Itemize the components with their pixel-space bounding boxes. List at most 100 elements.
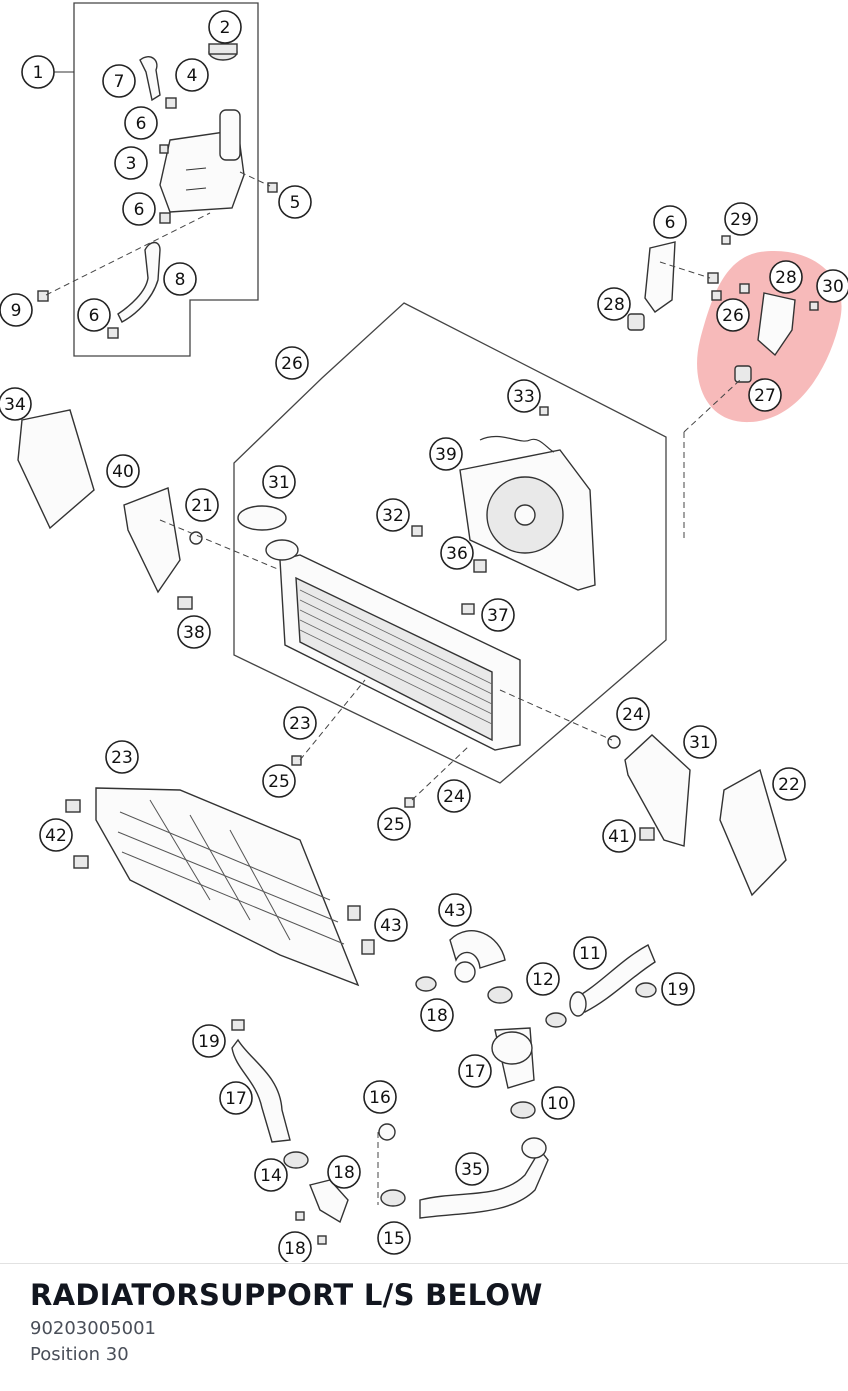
callout-text: 11 bbox=[579, 944, 601, 964]
cooling-hoses bbox=[231, 930, 657, 1245]
callout-text: 43 bbox=[444, 901, 466, 921]
callout-39: 39 bbox=[429, 437, 463, 471]
part-position: Position 30 bbox=[30, 1344, 129, 1365]
callout-text: 43 bbox=[380, 916, 402, 936]
callout-text: 26 bbox=[281, 354, 303, 374]
callout-43: 43 bbox=[438, 893, 472, 927]
callout-22: 22 bbox=[772, 767, 806, 801]
callout-10: 10 bbox=[541, 1086, 575, 1120]
callout-40: 40 bbox=[106, 454, 140, 488]
callout-text: 6 bbox=[89, 306, 100, 326]
callout-2: 2 bbox=[208, 10, 242, 44]
callout-text: 41 bbox=[608, 827, 630, 847]
callout-26: 26 bbox=[716, 298, 750, 332]
radiator-group-frame bbox=[233, 302, 667, 784]
part-info-footer bbox=[0, 1263, 848, 1391]
callout-text: 8 bbox=[175, 270, 186, 290]
callout-27: 27 bbox=[748, 378, 782, 412]
callout-text: 32 bbox=[382, 506, 404, 526]
callout-text: 19 bbox=[667, 980, 689, 1000]
callout-text: 24 bbox=[443, 787, 465, 807]
callout-7: 7 bbox=[102, 64, 136, 98]
callout-6: 6 bbox=[122, 192, 156, 226]
callout-text: 15 bbox=[383, 1229, 405, 1249]
callout-text: 4 bbox=[187, 66, 198, 86]
callout-3: 3 bbox=[114, 146, 148, 180]
callout-18: 18 bbox=[327, 1155, 361, 1189]
callout-text: 6 bbox=[136, 114, 147, 134]
callout-text: 6 bbox=[134, 200, 145, 220]
callout-text: 1 bbox=[33, 63, 44, 83]
callout-21: 21 bbox=[185, 488, 219, 522]
callout-text: 7 bbox=[114, 72, 125, 92]
callout-text: 23 bbox=[111, 748, 133, 768]
callout-text: 30 bbox=[822, 277, 844, 297]
callout-41: 41 bbox=[602, 819, 636, 853]
callout-text: 34 bbox=[4, 395, 26, 415]
callout-24: 24 bbox=[437, 779, 471, 813]
callout-6: 6 bbox=[77, 298, 111, 332]
callout-text: 6 bbox=[665, 213, 676, 233]
callout-32: 32 bbox=[376, 498, 410, 532]
radiator-fan bbox=[411, 406, 596, 615]
callout-text: 9 bbox=[11, 301, 22, 321]
callout-31: 31 bbox=[262, 465, 296, 499]
callout-text: 23 bbox=[289, 714, 311, 734]
callout-43: 43 bbox=[374, 908, 408, 942]
callout-18: 18 bbox=[420, 998, 454, 1032]
callout-34: 34 bbox=[0, 387, 32, 421]
callout-text: 18 bbox=[333, 1163, 355, 1183]
radiator-grille bbox=[65, 787, 375, 987]
callout-text: 31 bbox=[689, 733, 711, 753]
part-name: RADIATORSUPPORT L/S BELOW bbox=[30, 1278, 543, 1312]
callout-18: 18 bbox=[278, 1231, 312, 1262]
callout-11: 11 bbox=[573, 936, 607, 970]
callout-text: 26 bbox=[722, 306, 744, 326]
callout-42: 42 bbox=[39, 818, 73, 852]
callout-text: 33 bbox=[513, 387, 535, 407]
callout-text: 42 bbox=[45, 826, 67, 846]
callout-text: 16 bbox=[369, 1088, 391, 1108]
callout-17: 17 bbox=[458, 1054, 492, 1088]
callout-text: 39 bbox=[435, 445, 457, 465]
callout-6: 6 bbox=[124, 106, 158, 140]
callout-text: 37 bbox=[487, 606, 509, 626]
part-number: 90203005001 bbox=[30, 1318, 156, 1339]
exploded-parts-diagram: 1234567896662928302826272633393440213132… bbox=[0, 2, 848, 1262]
right-shrouds bbox=[607, 734, 787, 897]
callout-text: 29 bbox=[730, 210, 752, 230]
callout-text: 3 bbox=[126, 154, 137, 174]
tank-group-frame bbox=[73, 2, 259, 357]
callout-16: 16 bbox=[363, 1080, 397, 1114]
callout-text: 25 bbox=[268, 772, 290, 792]
callout-text: 17 bbox=[464, 1062, 486, 1082]
callout-19: 19 bbox=[661, 972, 695, 1006]
callout-15: 15 bbox=[377, 1221, 411, 1255]
callout-text: 25 bbox=[383, 815, 405, 835]
callout-text: 2 bbox=[220, 18, 231, 38]
callout-26: 26 bbox=[275, 346, 309, 380]
callout-text: 27 bbox=[754, 386, 776, 406]
callout-text: 38 bbox=[183, 623, 205, 643]
callout-17: 17 bbox=[219, 1081, 253, 1115]
left-shrouds bbox=[17, 409, 203, 610]
callout-4: 4 bbox=[175, 58, 209, 92]
callout-text: 24 bbox=[622, 705, 644, 725]
callout-text: 14 bbox=[260, 1166, 282, 1186]
upper-right-brackets bbox=[627, 235, 819, 383]
callout-33: 33 bbox=[507, 379, 541, 413]
callout-23: 23 bbox=[283, 706, 317, 740]
lower-bolts bbox=[291, 755, 415, 808]
callout-text: 36 bbox=[446, 544, 468, 564]
callout-text: 18 bbox=[284, 1239, 306, 1259]
callout-text: 10 bbox=[547, 1094, 569, 1114]
callout-23: 23 bbox=[105, 740, 139, 774]
callout-text: 28 bbox=[603, 295, 625, 315]
callout-36: 36 bbox=[440, 536, 474, 570]
callout-text: 12 bbox=[532, 970, 554, 990]
callout-text: 28 bbox=[775, 268, 797, 288]
callout-5: 5 bbox=[278, 185, 312, 219]
callout-12: 12 bbox=[526, 962, 560, 996]
callout-text: 19 bbox=[198, 1032, 220, 1052]
